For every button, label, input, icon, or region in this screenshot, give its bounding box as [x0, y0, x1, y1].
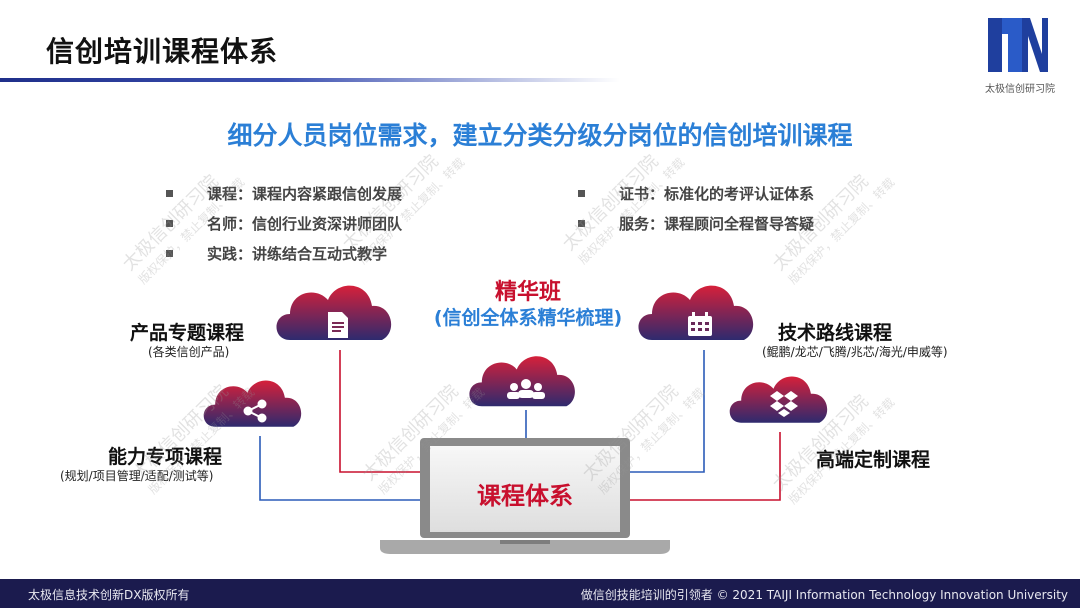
- document-icon: [328, 312, 348, 338]
- connector-tech: [620, 350, 705, 473]
- center-title: 课程体系: [477, 482, 573, 510]
- list-item: 证书：标准化的考评认证体系: [578, 178, 814, 208]
- dropbox-icon: [770, 391, 798, 417]
- list-item: 服务：课程顾问全程督导答疑: [578, 208, 814, 238]
- bullet-list-left: 课程：课程内容紧跟信创发展 名师：信创行业资深讲师团队 实践：讲练结合互动式教学: [166, 178, 402, 268]
- bullet-list-right: 证书：标准化的考评认证体系 服务：课程顾问全程督导答疑: [578, 178, 814, 238]
- footer-copyright: 太极信息技术创新DX版权所有: [28, 588, 190, 602]
- share-icon: [243, 399, 267, 423]
- logo-caption: 太极信创研习院: [985, 84, 1055, 95]
- node-product-note: (各类信创产品): [148, 345, 230, 359]
- group-icon: [507, 379, 545, 399]
- page-title: 信创培训课程体系: [46, 35, 279, 68]
- connector-product: [339, 350, 432, 473]
- calendar-icon: [688, 312, 712, 336]
- node-elite-note: (信创全体系精华梳理): [433, 307, 623, 329]
- node-product-title: 产品专题课程: [130, 322, 245, 344]
- connector-ability: [259, 436, 432, 501]
- ain-logo-icon: [988, 18, 1048, 72]
- connector-custom: [620, 432, 781, 501]
- node-ability-note: (规划/项目管理/适配/测试等): [60, 469, 214, 483]
- list-item: 实践：讲练结合互动式教学: [166, 238, 402, 268]
- node-ability-title: 能力专项课程: [108, 446, 223, 468]
- cloud-ability: [203, 380, 302, 427]
- list-item: 名师：信创行业资深讲师团队: [166, 208, 402, 238]
- footer-slogan: 做信创技能培训的引领者 © 2021 TAIJI Information Tec…: [580, 588, 1068, 602]
- node-elite-title: 精华班: [494, 280, 561, 305]
- node-custom-title: 高端定制课程: [816, 449, 931, 471]
- list-item: 课程：课程内容紧跟信创发展: [166, 178, 402, 208]
- laptop-icon: [380, 438, 670, 554]
- node-tech-note: (鲲鹏/龙芯/飞腾/兆芯/海光/申威等): [762, 345, 948, 359]
- node-tech-title: 技术路线课程: [778, 322, 893, 344]
- title-divider: [0, 78, 620, 82]
- footer-bar: 太极信息技术创新DX版权所有 做信创技能培训的引领者 © 2021 TAIJI …: [0, 579, 1080, 608]
- subtitle: 细分人员岗位需求，建立分类分级分岗位的信创培训课程: [227, 121, 853, 150]
